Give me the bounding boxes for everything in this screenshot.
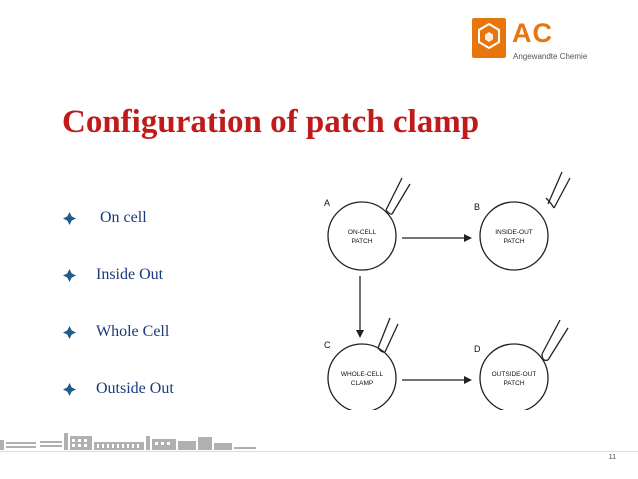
panel-letter-b: B — [474, 202, 480, 212]
panel-label-b-line2: PATCH — [503, 238, 524, 245]
diamond-bullet-icon — [63, 269, 76, 282]
logo: AC Angewandte Chemie — [472, 18, 622, 64]
panel-label-a-line2: PATCH — [351, 238, 372, 245]
pipette-d — [541, 319, 569, 362]
logo-text: AC — [512, 18, 553, 48]
cell-circle-a — [327, 201, 397, 271]
bullet-label: On cell — [100, 209, 147, 226]
panel-letter-d: D — [474, 344, 481, 354]
cell-circle-d — [479, 343, 549, 410]
slide-title: Configuration of patch clamp — [62, 104, 480, 140]
page-number: 11 — [608, 454, 616, 461]
panel-label-d-line2: PATCH — [503, 380, 524, 387]
logo-subtitle: Angewandte Chemie — [513, 52, 588, 61]
hexagon-icon — [472, 18, 506, 58]
panel-label-d-line1: OUTSIDE-OUT — [492, 371, 537, 378]
panel-label-b-line1: INSIDE-OUT — [495, 229, 533, 236]
bullet-label: Inside Out — [96, 266, 164, 283]
panel-letter-c: C — [324, 340, 331, 350]
arrowhead-a-to-c — [356, 330, 364, 338]
arrowhead-c-to-d — [464, 376, 472, 384]
bullet-label: Whole Cell — [96, 323, 170, 340]
cell-circle-c — [327, 343, 397, 410]
panel-label-a-line1: ON-CELL — [348, 229, 377, 236]
bullet-label: Outside Out — [96, 380, 174, 397]
arrowhead-a-to-b — [464, 234, 472, 242]
diamond-bullet-icon — [63, 383, 76, 396]
diamond-bullet-icon — [63, 212, 76, 225]
panel-label-c-line1: WHOLE-CELL — [341, 371, 384, 378]
pipette-c — [377, 317, 399, 353]
panel-letter-a: A — [324, 198, 330, 208]
pipette-b — [545, 171, 571, 209]
footer-divider — [0, 451, 638, 452]
panel-label-c-line2: CLAMP — [351, 380, 373, 387]
diamond-bullet-icon — [63, 326, 76, 339]
cell-circle-b — [479, 201, 549, 271]
patch-clamp-diagram: A B C D ON-CELL PATCH INSIDE-OUT PATCH W… — [324, 171, 571, 410]
pipette-a — [385, 177, 411, 215]
decorative-building-strip — [0, 433, 256, 450]
